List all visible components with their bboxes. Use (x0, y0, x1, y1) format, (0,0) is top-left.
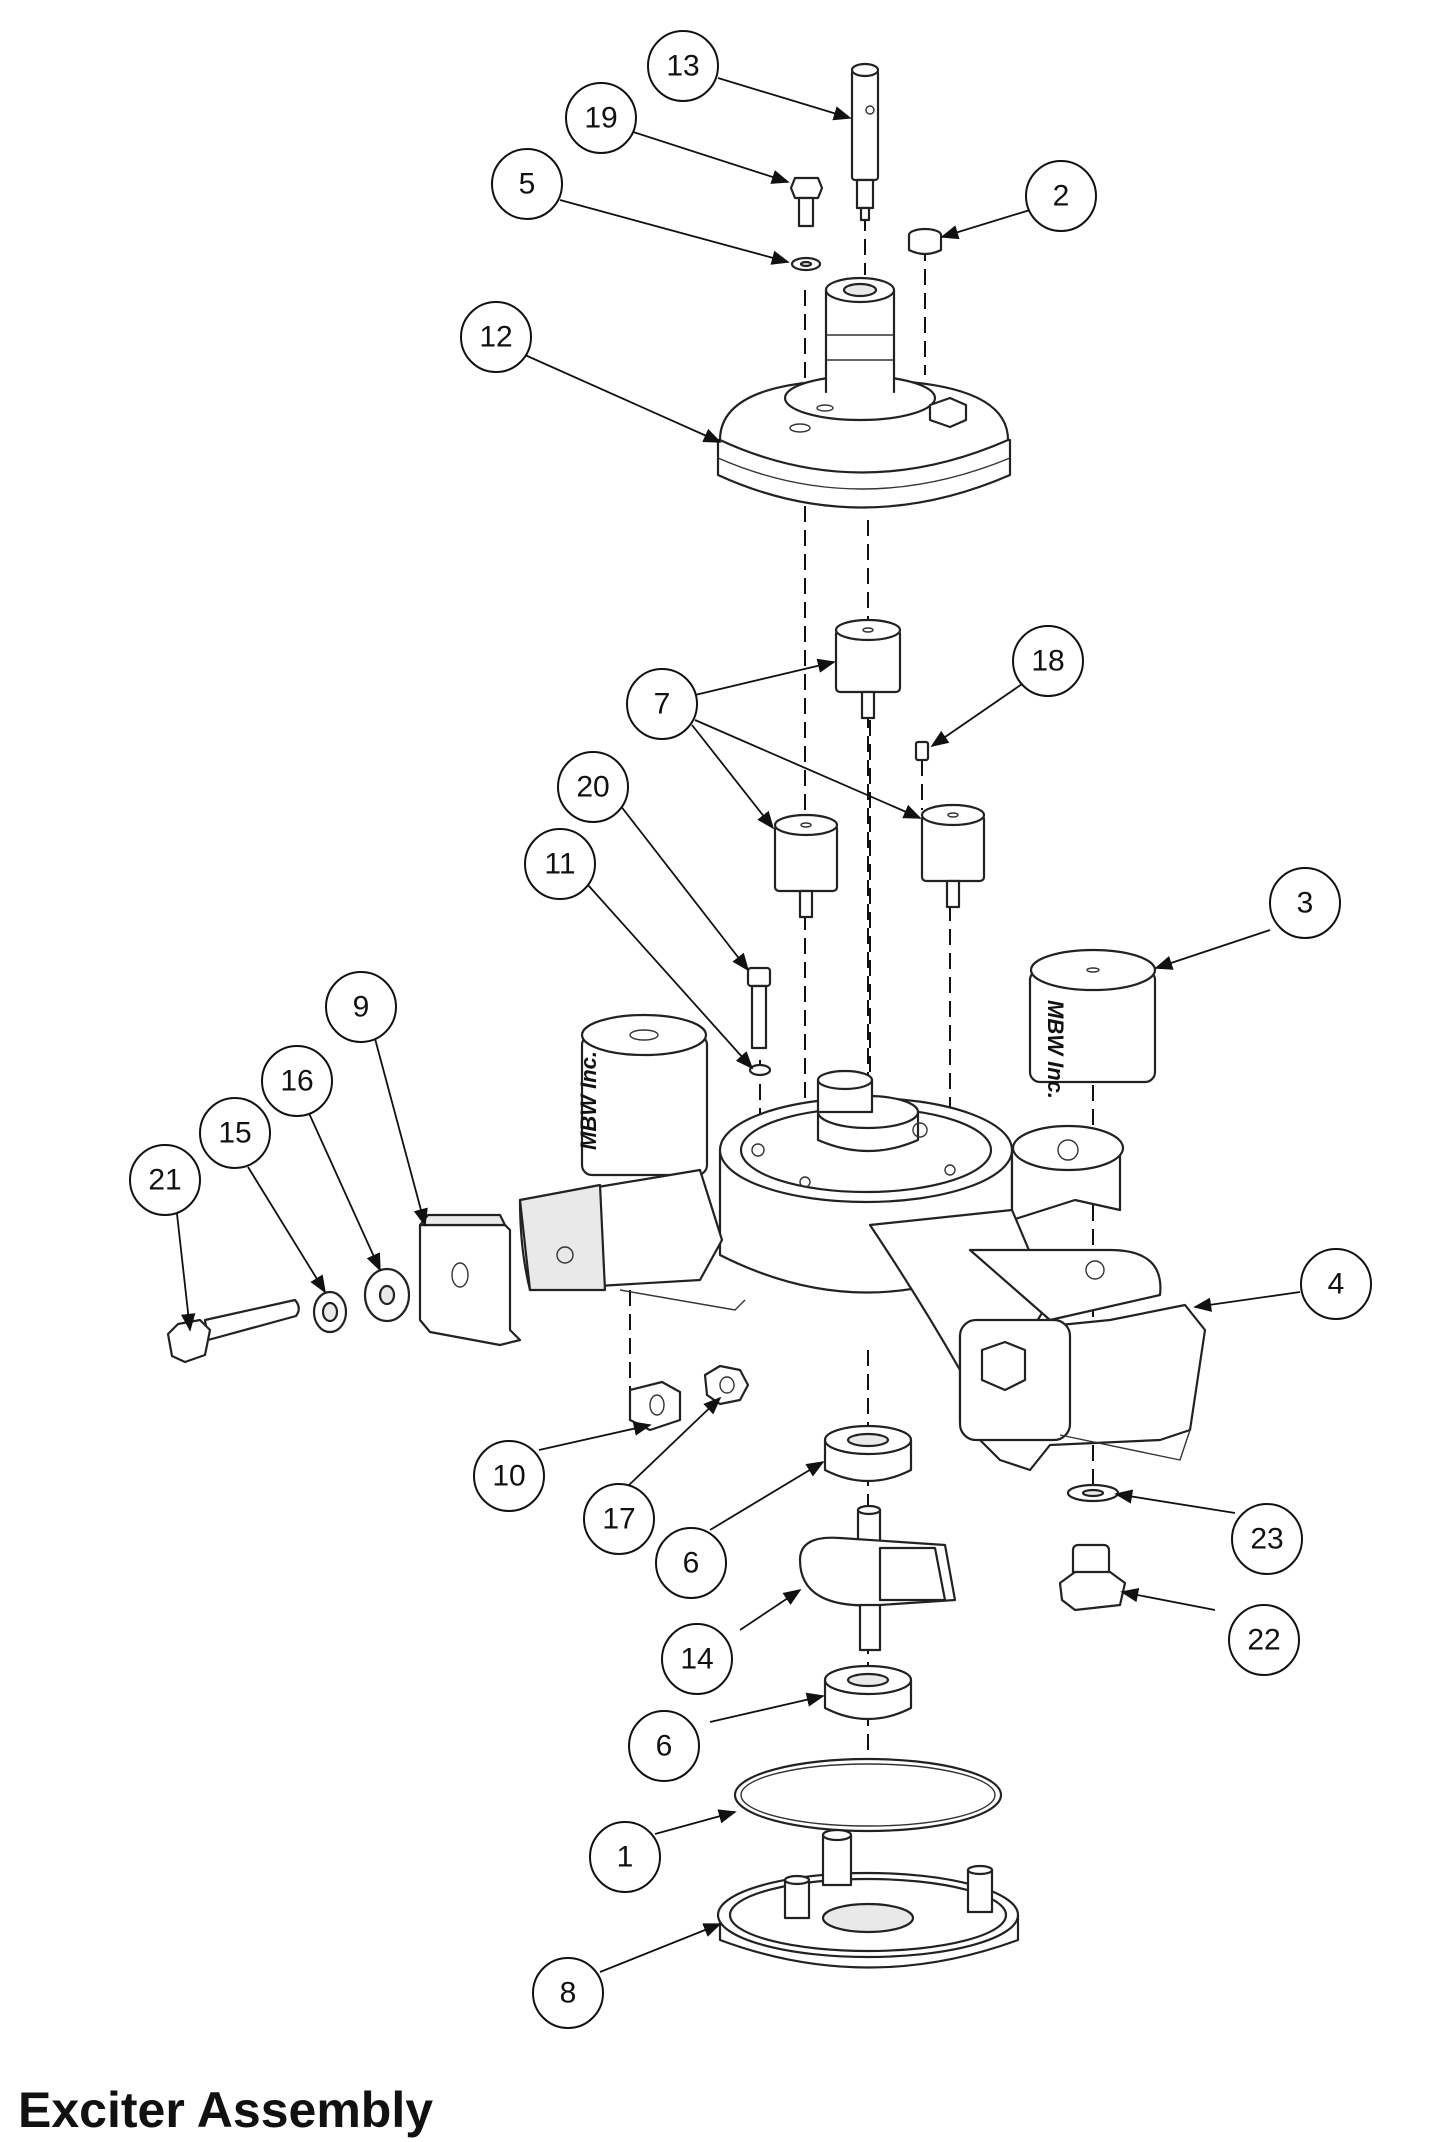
callout-6-lower: 6 (628, 1710, 700, 1782)
callout-2: 2 (1025, 160, 1097, 232)
svg-text:2: 2 (1053, 180, 1070, 213)
callout-6-upper: 6 (655, 1527, 727, 1599)
part-16-flat-washer (363, 1267, 411, 1323)
svg-text:8: 8 (560, 1977, 577, 2010)
callout-20: 20 (557, 751, 629, 823)
svg-text:6: 6 (683, 1547, 700, 1580)
callout-7: 7 (626, 668, 698, 740)
part-21-hex-bolt (166, 1298, 300, 1364)
part-4-base-frame: MBW Inc. (518, 1013, 1207, 1472)
svg-text:21: 21 (148, 1164, 181, 1197)
part-3-rubber-isolator: MBW Inc. (1028, 948, 1157, 1099)
svg-text:19: 19 (584, 102, 617, 135)
callout-16: 16 (261, 1045, 333, 1117)
svg-text:22: 22 (1247, 1624, 1280, 1657)
svg-text:1: 1 (617, 1841, 634, 1874)
brand-mark-right: MBW Inc. (1043, 1000, 1068, 1099)
part-17-hex-nut (703, 1364, 750, 1406)
callout-1: 1 (589, 1821, 661, 1893)
isolator-mount-left (773, 813, 839, 919)
part-12-housing (716, 276, 1012, 509)
part-14-eccentric-weight (798, 1504, 957, 1652)
part-19-bolt (789, 176, 824, 228)
svg-text:16: 16 (280, 1065, 313, 1098)
svg-text:3: 3 (1297, 887, 1314, 920)
part-6-bearing-upper (823, 1424, 913, 1483)
leader-lines (175, 77, 1301, 1973)
callout-18: 18 (1012, 625, 1084, 697)
part-9-plate (418, 1213, 522, 1347)
callout-8: 8 (532, 1957, 604, 2029)
part-22-hex-bolt (1058, 1543, 1127, 1612)
callout-14: 14 (661, 1623, 733, 1695)
svg-text:17: 17 (602, 1503, 635, 1536)
callout-22: 22 (1228, 1604, 1300, 1676)
part-7-isolator-mounts (773, 618, 986, 919)
callout-15: 15 (199, 1097, 271, 1169)
part-13-shaft (850, 62, 880, 222)
callout-4: 4 (1300, 1248, 1372, 1320)
svg-text:20: 20 (576, 771, 609, 804)
callout-23: 23 (1231, 1503, 1303, 1575)
part-6-bearing-lower (823, 1664, 913, 1721)
svg-text:13: 13 (666, 50, 699, 83)
svg-text:11: 11 (544, 848, 575, 881)
svg-text:4: 4 (1328, 1268, 1345, 1301)
callout-11: 11 (524, 828, 596, 900)
part-11-lock-washer (748, 1063, 772, 1077)
svg-text:12: 12 (479, 321, 512, 354)
part-20-cap-screw (746, 966, 772, 1050)
brand-mark-left: MBW Inc. (576, 1051, 601, 1150)
part-1-o-ring (733, 1757, 1003, 1833)
part-8-bottom-cover (716, 1828, 1020, 1969)
svg-text:18: 18 (1031, 645, 1064, 678)
callout-3: 3 (1269, 867, 1341, 939)
svg-text:10: 10 (492, 1460, 525, 1493)
svg-text:15: 15 (218, 1117, 251, 1150)
svg-text:9: 9 (353, 991, 370, 1024)
callout-5: 5 (491, 148, 563, 220)
callout-13: 13 (647, 30, 719, 102)
svg-text:14: 14 (680, 1643, 713, 1676)
callout-balloons: 13 19 5 2 12 18 7 20 11 3 9 16 15 21 4 1… (129, 30, 1372, 2029)
callout-10: 10 (473, 1440, 545, 1512)
part-2-plug (907, 227, 943, 256)
svg-text:7: 7 (654, 688, 671, 721)
svg-text:6: 6 (656, 1730, 673, 1763)
callout-9: 9 (325, 971, 397, 1043)
callout-12: 12 (460, 301, 532, 373)
part-10-square-nut (628, 1380, 682, 1432)
part-5-washer (790, 256, 822, 272)
part-23-star-washer (1066, 1483, 1120, 1503)
page-title: Exciter Assembly (18, 2082, 434, 2138)
part-15-lock-washer (312, 1290, 348, 1334)
part-18-set-screw (914, 740, 930, 762)
callout-17: 17 (583, 1483, 655, 1555)
isolator-mount-top (834, 618, 902, 720)
svg-text:5: 5 (519, 168, 536, 201)
callout-21: 21 (129, 1144, 201, 1216)
isolator-mount-right (920, 803, 986, 909)
callout-19: 19 (565, 82, 637, 154)
svg-text:23: 23 (1250, 1523, 1283, 1556)
